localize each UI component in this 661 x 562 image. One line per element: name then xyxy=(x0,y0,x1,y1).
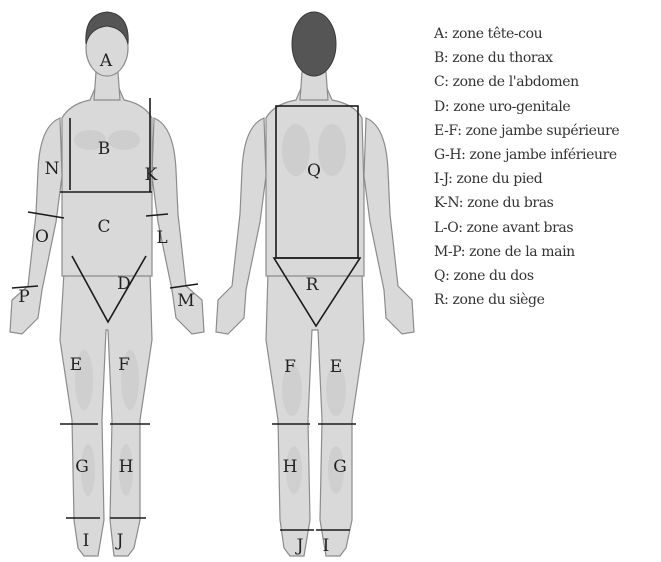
zone-label-m: M xyxy=(177,291,194,311)
zone-label-q: Q xyxy=(307,161,321,181)
zone-label-f-back: F xyxy=(284,357,296,377)
zone-label-k: K xyxy=(145,165,158,185)
zone-label-f-front: F xyxy=(118,355,130,375)
zone-label-i-back: I xyxy=(323,536,330,556)
legend-item: A: zone tête-cou xyxy=(434,22,619,46)
legend-item: L-O: zone avant bras xyxy=(434,216,619,240)
legend-item: E-F: zone jambe supérieure xyxy=(434,119,619,143)
zone-label-h-front: H xyxy=(119,457,134,477)
zone-label-b: B xyxy=(98,139,111,159)
zone-label-j-front: J xyxy=(115,531,124,551)
legend-item: D: zone uro-genitale xyxy=(434,95,619,119)
zone-label-i-front: I xyxy=(83,531,90,551)
zone-label-e-back: E xyxy=(330,357,342,377)
legend-item: K-N: zone du bras xyxy=(434,191,619,215)
zone-label-g-back: G xyxy=(333,457,347,477)
zone-label-p: P xyxy=(18,287,29,307)
zone-label-l: L xyxy=(156,228,167,248)
legend-item: B: zone du thorax xyxy=(434,46,619,70)
zone-label-e-front: E xyxy=(70,355,82,375)
legend-item: C: zone de l'abdomen xyxy=(434,70,619,94)
zone-label-r: R xyxy=(306,275,320,295)
zone-legend: A: zone tête-cou B: zone du thorax C: zo… xyxy=(434,22,619,312)
legend-item: I-J: zone du pied xyxy=(434,167,619,191)
zone-label-n: N xyxy=(45,159,60,179)
legend-item: R: zone du siège xyxy=(434,288,619,312)
back-body-figure: Q R F E H G J I xyxy=(216,12,414,556)
zone-label-j-back: J xyxy=(295,536,304,556)
legend-item: M-P: zone de la main xyxy=(434,240,619,264)
front-body-figure: A B N K C O L D P M E F G H I J xyxy=(10,12,204,556)
legend-item: Q: zone du dos xyxy=(434,264,619,288)
zone-label-d: D xyxy=(117,274,131,294)
zone-label-a: A xyxy=(99,51,113,71)
zone-label-c: C xyxy=(97,217,110,237)
zone-label-o: O xyxy=(35,227,49,247)
zone-label-g-front: G xyxy=(75,457,89,477)
legend-item: G-H: zone jambe inférieure xyxy=(434,143,619,167)
zone-label-h-back: H xyxy=(283,457,298,477)
